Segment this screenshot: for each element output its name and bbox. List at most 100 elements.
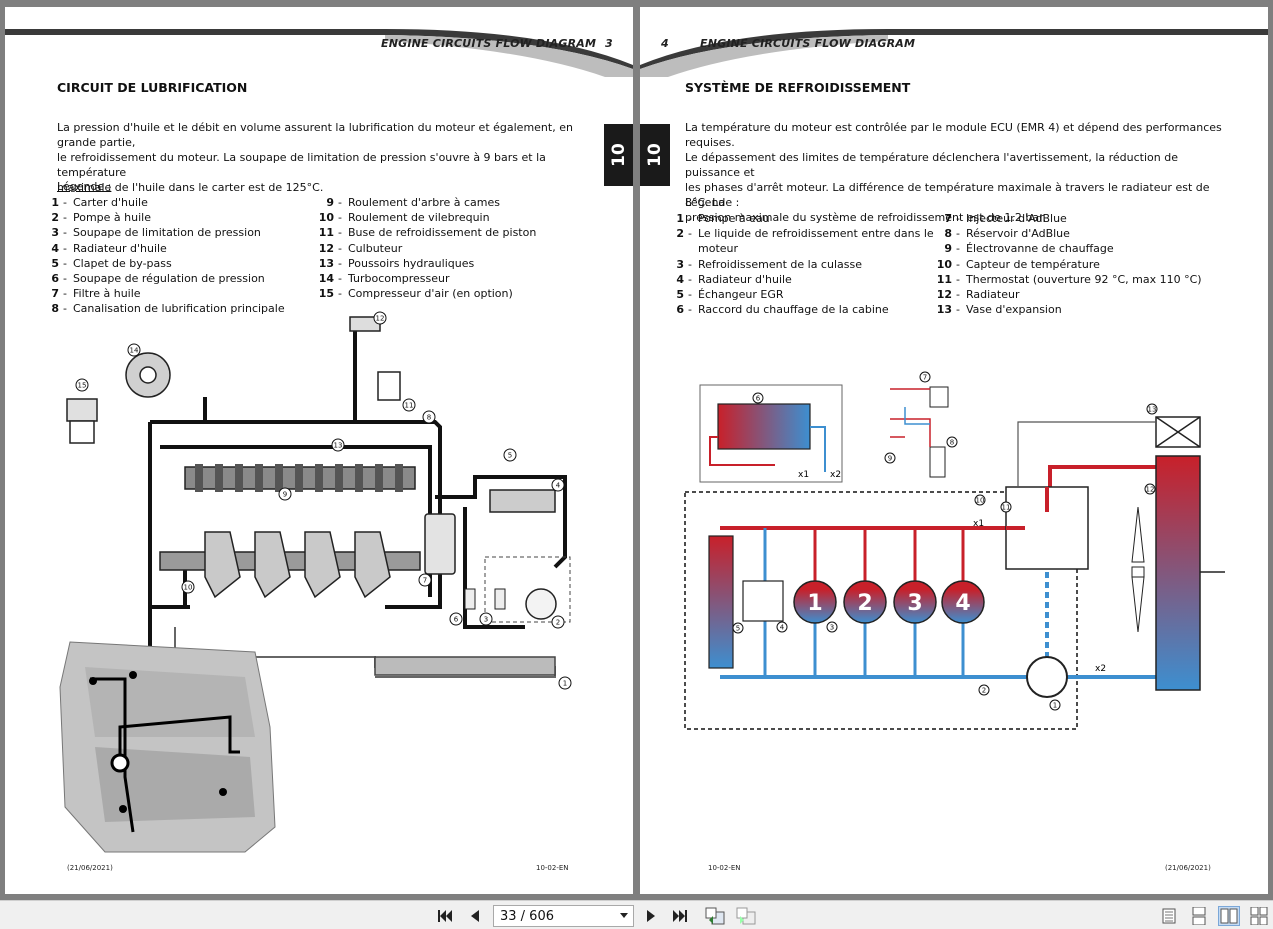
legend-item: 8-Canalisation de lubrification principa… xyxy=(51,302,285,316)
cylinder-2: 2 xyxy=(843,580,887,624)
svg-text:8: 8 xyxy=(950,439,954,447)
chevron-down-icon[interactable] xyxy=(620,913,628,918)
footer-date: (21/06/2021) xyxy=(1165,864,1211,872)
legend-item: 10-Roulement de vilebrequin xyxy=(318,211,490,225)
legend-item: 5-Échangeur EGR xyxy=(676,288,784,302)
svg-text:10: 10 xyxy=(976,497,985,505)
legend-item: 8-Réservoir d'AdBlue xyxy=(944,227,1070,241)
callout-2: 2 xyxy=(551,615,565,629)
legend-item: 2-Pompe à huile xyxy=(51,211,151,225)
svg-text:13: 13 xyxy=(334,442,343,450)
next-page-icon[interactable] xyxy=(642,907,660,925)
callout-15: 15 xyxy=(75,378,89,392)
legend-item: 4-Radiateur d'huile xyxy=(51,241,167,255)
callout-1: 1 xyxy=(558,676,572,690)
legend-item: 6-Raccord du chauffage de la cabine xyxy=(676,303,889,317)
svg-text:6: 6 xyxy=(756,395,761,403)
legend-item: 1-Pompe à eau xyxy=(676,212,770,225)
svg-text:14: 14 xyxy=(130,347,139,355)
legend-column-2: 9-Roulement d'arbre à cames 10-Roulement… xyxy=(310,195,600,301)
legend-item: 3-Soupape de limitation de pression xyxy=(51,226,261,240)
legend-item: 1-Carter d'huile xyxy=(51,196,148,209)
svg-text:1: 1 xyxy=(563,680,567,688)
page-number-input[interactable]: 33 / 606 xyxy=(493,905,634,927)
legend-item: 7-Injecteur d'AdBlue xyxy=(944,212,1067,225)
page-number: 3 xyxy=(605,37,613,50)
svg-text:12: 12 xyxy=(376,315,385,323)
svg-text:13: 13 xyxy=(1148,406,1157,414)
svg-text:12: 12 xyxy=(1146,486,1155,494)
svg-text:11: 11 xyxy=(405,402,414,410)
callout-5: 5 xyxy=(503,448,517,462)
callout-7: 7 xyxy=(418,573,432,587)
cylinder-1: 1 xyxy=(793,580,837,624)
page-number: 4 xyxy=(661,37,669,50)
callout-3: 3 xyxy=(479,612,493,626)
legend-column-1: 1-Pompe à eau 2-Le liquide de refroidiss… xyxy=(660,211,955,317)
callout-10: 10 xyxy=(974,494,986,506)
right-page: 4 ENGINE CIRCUITS FLOW DIAGRAM SYSTÈME D… xyxy=(640,7,1268,894)
svg-text:x1: x1 xyxy=(973,519,984,529)
callout-6: 6 xyxy=(752,392,764,404)
footer-code: 10-02-EN xyxy=(708,864,741,872)
lubrication-diagram: 1 2 3 4 5 6 7 8 9 10 11 12 13 14 15 xyxy=(59,311,572,853)
continuous-view-icon[interactable] xyxy=(1188,906,1210,926)
callout-2: 2 xyxy=(978,684,990,696)
intro-paragraph: La température du moteur est contrôlée p… xyxy=(685,120,1230,225)
legend-item: 9-Électrovanne de chauffage xyxy=(944,242,1114,256)
first-page-icon[interactable] xyxy=(436,907,454,925)
svg-text:9: 9 xyxy=(283,491,287,499)
paragraph-line: La pression d'huile et le débit en volum… xyxy=(57,121,573,149)
header-title: ENGINE CIRCUITS FLOW DIAGRAM xyxy=(700,37,916,50)
svg-text:8: 8 xyxy=(427,414,431,422)
svg-text:4: 4 xyxy=(556,482,561,490)
legend-column-1: 1-Carter d'huile 2-Pompe à huile 3-Soupa… xyxy=(35,195,315,317)
legend-item: 12-Radiateur xyxy=(936,288,1020,302)
bottom-toolbar: 33 / 606 xyxy=(0,900,1273,929)
facing-view-icon[interactable] xyxy=(1218,906,1240,926)
legend-title: Légende : xyxy=(57,180,112,193)
svg-text:6: 6 xyxy=(454,616,459,624)
svg-text:5: 5 xyxy=(736,625,740,633)
paragraph-line: La température du moteur est contrôlée p… xyxy=(685,121,1222,149)
svg-text:15: 15 xyxy=(78,382,87,390)
legend-item: 11-Buse de refroidissement de piston xyxy=(318,226,537,240)
forward-view-icon[interactable] xyxy=(735,907,757,925)
svg-text:x2: x2 xyxy=(830,470,841,480)
legend-item: 4-Radiateur d'huile xyxy=(676,272,792,286)
callout-5: 5 xyxy=(732,622,744,634)
svg-text:4: 4 xyxy=(780,624,785,632)
section-title: CIRCUIT DE LUBRIFICATION xyxy=(57,80,248,95)
callout-4: 4 xyxy=(776,621,788,633)
left-page: ENGINE CIRCUITS FLOW DIAGRAM 3 CIRCUIT D… xyxy=(5,7,633,894)
legend-item: 11-Thermostat (ouverture 92 °C, max 110 … xyxy=(936,272,1202,286)
svg-text:x1: x1 xyxy=(798,470,809,480)
last-page-icon[interactable] xyxy=(671,907,689,925)
legend-item: moteur xyxy=(698,242,739,256)
callout-1: 1 xyxy=(1049,699,1061,711)
legend-item: 6-Soupape de régulation de pression xyxy=(51,272,265,286)
legend-item: 12-Culbuteur xyxy=(318,241,403,255)
prev-page-icon[interactable] xyxy=(466,907,484,925)
legend-item: 14-Turbocompresseur xyxy=(318,272,450,286)
legend-item: 13-Vase d'expansion xyxy=(936,303,1062,317)
header-title: ENGINE CIRCUITS FLOW DIAGRAM xyxy=(381,37,597,50)
callout-6: 6 xyxy=(449,612,463,626)
single-page-view-icon[interactable] xyxy=(1158,906,1180,926)
paragraph-line: pression maximale du système de refroidi… xyxy=(685,211,1047,224)
svg-text:9: 9 xyxy=(888,455,892,463)
svg-text:4: 4 xyxy=(955,591,970,616)
callout-9: 9 xyxy=(884,452,896,464)
legend-item: 9-Roulement d'arbre à cames xyxy=(326,196,500,209)
back-view-icon[interactable] xyxy=(704,907,726,925)
svg-text:1: 1 xyxy=(807,591,822,616)
continuous-facing-view-icon[interactable] xyxy=(1248,906,1270,926)
callout-8: 8 xyxy=(422,410,436,424)
callout-14: 14 xyxy=(127,343,141,357)
paragraph-line: Le dépassement des limites de températur… xyxy=(685,151,1179,179)
svg-text:11: 11 xyxy=(1002,504,1011,512)
cylinder-4: 4 xyxy=(941,580,985,624)
svg-text:2: 2 xyxy=(556,619,560,627)
cooling-diagram: x1 x2 xyxy=(684,371,1225,730)
